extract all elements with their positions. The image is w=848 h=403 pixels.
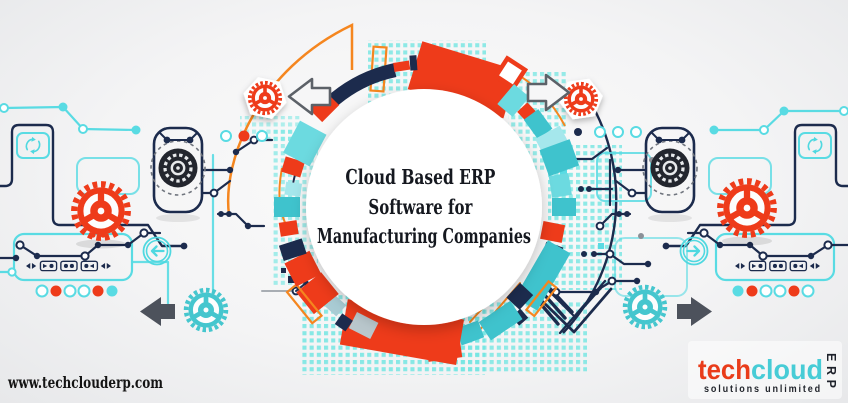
website-url[interactable]: www.techclouderp.com [7,373,163,392]
wheel-module-right [642,126,698,222]
wheel-icon-right [648,146,692,190]
indicator-dots-right [732,284,815,298]
outline-arrow-right [526,73,571,112]
red-gear-left [74,184,128,238]
logo-word-tech: tech [698,354,751,385]
red-gear-right [720,181,774,235]
logo-word-cloud: cloud [751,354,823,385]
teal-gear-left [186,290,226,330]
sync-icon-right [807,136,823,155]
heading-line-2: Software for [368,195,473,219]
circled-arrow-left [142,236,172,266]
heading-line-1: Cloud Based ERP [345,165,495,189]
banner-heading: Cloud Based ERP Software for Manufacturi… [317,165,531,248]
indicator-dots-left [35,284,118,298]
sync-module-left [16,132,50,159]
sync-icon-left [25,136,41,155]
outline-arrow-left [287,77,332,116]
transport-controls-left [25,260,112,272]
logo-word-erp: ERP [824,353,838,389]
circuit-left [0,102,309,320]
teal-gear-right [625,287,665,327]
circuit-right [469,106,848,335]
wheel-icon-left [156,146,200,190]
wheel-module-left [150,126,206,222]
hexagon-gear-badge-left [240,75,291,121]
transport-controls-right [734,260,821,272]
sync-module-right [798,132,832,159]
erp-ring [274,41,580,365]
icon-layer [16,73,832,330]
circled-arrow-right [679,236,709,266]
heading-line-3: Manufacturing Companies [317,224,531,248]
solid-arrow-left [140,297,175,326]
solid-arrow-right [677,297,712,326]
techcloud-logo[interactable]: tech cloud ERP solutions unlimited [688,341,842,399]
logo-tagline: solutions unlimited [704,384,822,395]
center-circle [306,89,542,325]
